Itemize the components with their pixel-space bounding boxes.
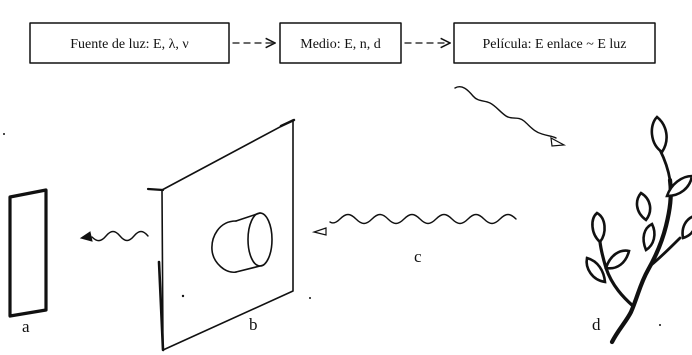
plant-illustration xyxy=(585,115,692,345)
print-speck-1 xyxy=(3,133,5,135)
film-plate xyxy=(8,188,48,318)
ray-arrowhead-to-film xyxy=(79,231,93,242)
source-box xyxy=(29,22,230,64)
lens-back-rim xyxy=(211,220,237,273)
camera-speck-2 xyxy=(309,297,311,299)
plant-leaf-5 xyxy=(591,211,606,244)
camera-panel-left-edge xyxy=(157,260,165,352)
light-ray-to-camera xyxy=(329,213,517,225)
label-d: d xyxy=(592,315,601,334)
label-c: c xyxy=(414,247,422,266)
plant-branch-top xyxy=(658,148,672,182)
light-ray-to-plant xyxy=(454,86,557,139)
plant-leaf-1 xyxy=(650,115,668,154)
source-box-label: Fuente de luz: E, λ, ν xyxy=(70,37,188,52)
plant-leaf-6 xyxy=(604,249,631,270)
medium-box xyxy=(279,22,402,64)
label-a: a xyxy=(22,317,30,336)
camera-panel-tab xyxy=(146,187,165,192)
film-box-label: Película: E enlace ~ E luz xyxy=(482,37,626,52)
lens xyxy=(211,212,273,273)
plant-leaf-8 xyxy=(642,222,656,252)
camera-body xyxy=(146,118,311,352)
lens-bottom-edge xyxy=(235,265,261,273)
camera-panel-top-edge xyxy=(279,118,296,128)
camera-panel xyxy=(161,119,294,351)
plant-leaf-4 xyxy=(681,215,692,240)
label-b: b xyxy=(249,315,258,334)
plant-leaf-2 xyxy=(665,174,692,198)
film-plate-outline xyxy=(8,188,48,318)
lens-front-face xyxy=(247,212,273,267)
plant-leaf-7 xyxy=(585,256,607,284)
medium-box-label: Medio: E, n, d xyxy=(300,37,381,52)
camera-speck-1 xyxy=(181,294,185,298)
print-speck-2 xyxy=(659,324,661,326)
plant-branch-right xyxy=(648,236,682,268)
film-box xyxy=(453,22,656,64)
plant-leaf-3 xyxy=(635,191,652,222)
flow-row: Fuente de luz: E, λ, ν Medio: E, n, d Pe… xyxy=(29,22,656,64)
plant-main-stem xyxy=(609,177,673,345)
ray-arrowhead-to-plant xyxy=(550,136,567,147)
ray-arrowhead-to-camera xyxy=(311,227,327,236)
light-ray-to-film xyxy=(91,230,149,242)
